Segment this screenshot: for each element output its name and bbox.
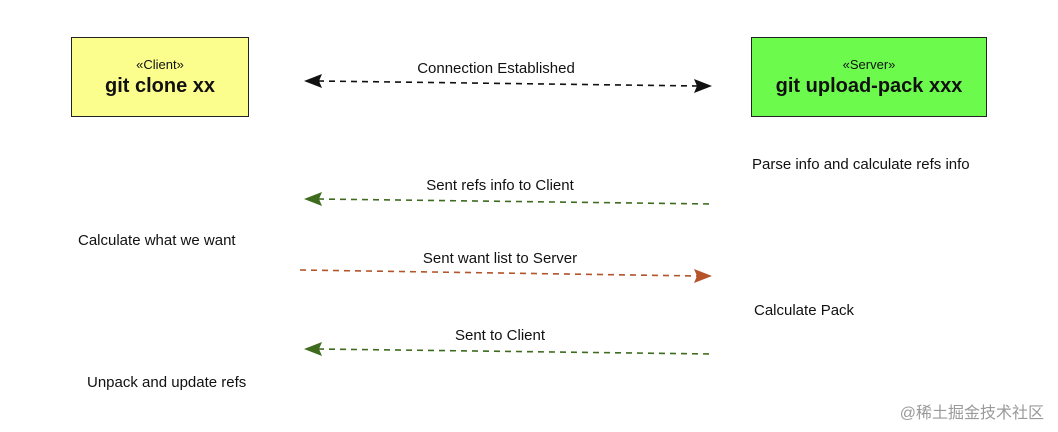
note-calculate-pack: Calculate Pack (754, 302, 855, 319)
arrow-connection-established (304, 74, 712, 93)
arrow-refs-info (304, 192, 713, 206)
message-sent-to-client: Sent to Client (454, 327, 546, 344)
client-box: «Client» git clone xx (71, 37, 249, 117)
arrow-sent-to-client (304, 342, 713, 356)
watermark: @稀土掘金技术社区 (899, 405, 1044, 422)
note-parse-info: Parse info and calculate refs info (752, 156, 970, 173)
server-box: «Server» git upload-pack xxx (751, 37, 987, 117)
arrow-want-list (299, 269, 712, 283)
note-unpack: Unpack and update refs (87, 374, 247, 391)
client-stereotype: «Client» (136, 56, 184, 72)
message-refs-info: Sent refs info to Client (426, 177, 574, 194)
message-want-list: Sent want list to Server (422, 250, 578, 267)
server-name: git upload-pack xxx (775, 74, 963, 97)
note-calculate-want: Calculate what we want (78, 232, 236, 249)
client-name: git clone xx (104, 74, 216, 97)
server-stereotype: «Server» (842, 56, 896, 72)
message-connection-established: Connection Established (417, 60, 575, 77)
